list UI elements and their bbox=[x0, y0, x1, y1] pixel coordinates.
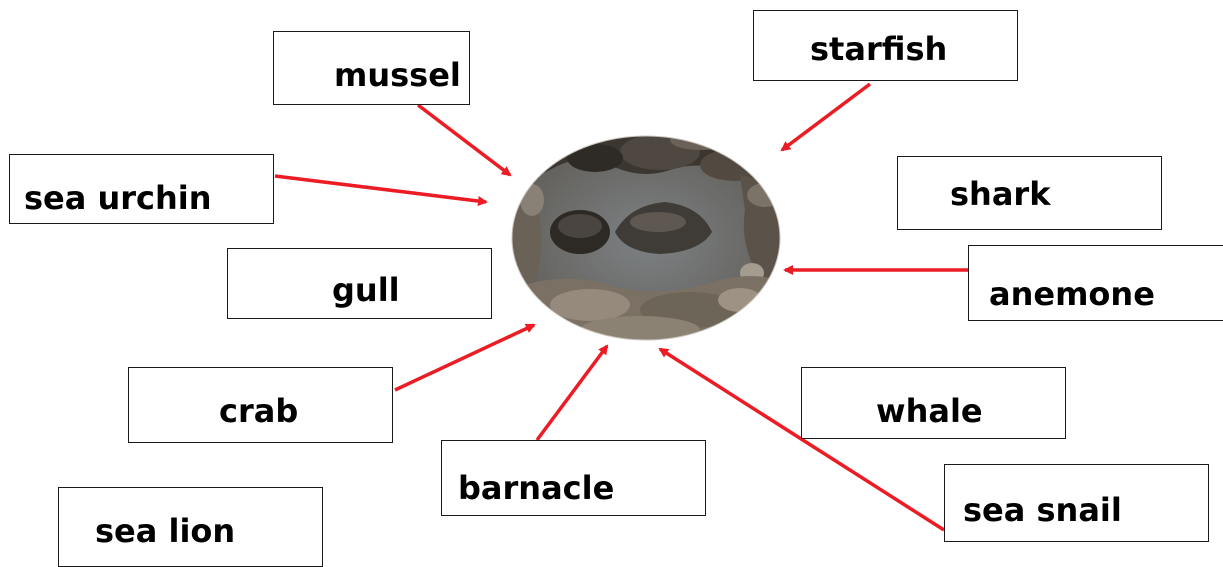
label-gull-text: gull bbox=[332, 271, 400, 309]
arrow-starfish bbox=[782, 84, 870, 150]
arrow-crab bbox=[395, 325, 534, 390]
label-mussel-text: mussel bbox=[334, 56, 461, 94]
label-sea-snail: sea snail bbox=[944, 464, 1209, 542]
label-anemone: anemone bbox=[968, 245, 1223, 321]
label-shark-text: shark bbox=[950, 175, 1050, 213]
label-barnacle-text: barnacle bbox=[458, 469, 614, 507]
label-sea-urchin: sea urchin bbox=[9, 154, 274, 224]
label-whale: whale bbox=[801, 367, 1066, 439]
label-crab: crab bbox=[128, 367, 393, 443]
label-mussel: mussel bbox=[273, 31, 470, 105]
arrow-barnacle bbox=[537, 346, 607, 440]
label-crab-text: crab bbox=[219, 392, 298, 430]
label-sea-lion: sea lion bbox=[58, 487, 323, 567]
label-barnacle: barnacle bbox=[441, 440, 706, 516]
label-sea-urchin-text: sea urchin bbox=[24, 179, 212, 217]
label-starfish: starfish bbox=[753, 10, 1018, 81]
label-whale-text: whale bbox=[876, 392, 983, 430]
label-gull: gull bbox=[227, 248, 492, 319]
arrow-sea-urchin bbox=[275, 176, 486, 202]
label-shark: shark bbox=[897, 156, 1162, 230]
label-sea-lion-text: sea lion bbox=[95, 512, 235, 550]
label-sea-snail-text: sea snail bbox=[963, 491, 1122, 529]
label-starfish-text: starfish bbox=[810, 30, 947, 68]
label-anemone-text: anemone bbox=[989, 275, 1155, 313]
arrow-mussel bbox=[418, 105, 510, 175]
